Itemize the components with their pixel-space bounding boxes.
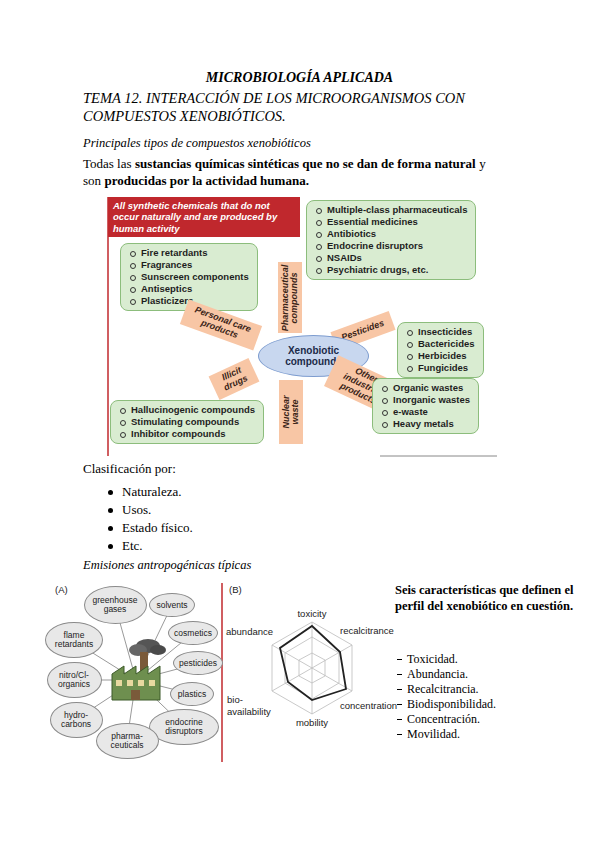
node-text: solvents [156,601,187,610]
node-text: plastics [178,690,206,699]
node-text: nitro/Cl- organics [48,671,101,689]
subheading: Principales tipos de compuestos xenobiót… [83,136,311,152]
node-text: Illicit drugs [213,362,256,396]
body-text: sustancias químicas sintéticas que no se… [135,156,476,171]
list-item: Usos. [122,502,151,518]
category-box: InsecticidesBactericidesHerbicidesFungic… [397,322,484,378]
factory-icon [112,639,166,700]
list-item: Recalcitrancia. [407,682,479,697]
node-text: hydro- carbons [51,711,102,729]
axis-label: recalcitrance [340,625,394,637]
node-text: cosmetics [174,629,212,638]
category-box: Multiple-class pharmaceuticalsEssential … [306,200,476,280]
emission-bubble: flame retardants [45,622,103,658]
node-text: endocrine disruptors [150,718,218,736]
emission-bubble: cosmetics [168,621,218,645]
page-title: MICROBIOLOGÍA APLICADA [0,70,599,86]
paragraph: Todas lassustancias químicas sintéticas … [83,155,533,189]
body-text: producidas por la actividad humana. [105,173,309,188]
list-item: Sunscreen components [129,271,249,283]
radar-profile [280,626,346,700]
emission-bubble: plastics [170,682,214,706]
list-item: Fire retardants [129,247,249,259]
list-item: NSAIDs [315,252,467,264]
emission-bubble: pharma- ceuticals [96,723,159,759]
node-text: pharma- ceuticals [97,732,158,750]
category-box: Organic wastesInorganic wastese-wasteHea… [372,378,479,434]
axis-label: mobility [296,717,328,729]
panel-label: (A) [55,584,68,596]
node-text: All synthetic chemicals that do not occu… [113,200,277,234]
emission-bubble: solvents [149,593,195,617]
list-item: Organic wastes [381,382,470,394]
list-item: Fragrances [129,259,249,271]
list-item: Toxicidad. [407,652,458,667]
category-petal: Nuclear waste [279,380,303,444]
figure-border [380,456,497,457]
list-item: e-waste [381,406,470,418]
list-item: Multiple-class pharmaceuticals [315,204,467,216]
list-item: Psychiatric drugs, etc. [315,264,467,276]
node-text: flame retardants [46,631,102,649]
list-item: Estado físico. [122,520,193,536]
list-item: Biodisponibilidad. [407,697,496,712]
petal-text: Nuclear waste [282,382,301,442]
category-petal: Pharmaceutical compounds [278,262,302,333]
list-item: Inorganic wastes [381,394,470,406]
list-item: Movilidad. [407,727,460,742]
emission-bubble: greenhouse gases [84,586,147,624]
side-note: Seis características que definen el perf… [395,583,591,614]
panel-label: (B) [229,584,242,596]
list-item: Naturaleza. [122,484,182,500]
list-item: Abundancia. [407,667,468,682]
list-item: Hallucinogenic compounds [119,404,255,416]
emission-bubble: nitro/Cl- organics [47,662,102,698]
list-item: Stimulating compounds [119,416,255,428]
list-item: Essential medicines [315,216,467,228]
list-item: Bactericides [406,338,475,350]
axis-label: bio- availability [227,694,275,718]
panel-divider [221,583,223,762]
list-item: Antibiotics [315,228,467,240]
node-text: pesticides [179,659,217,668]
section-heading: TEMA 12. INTERACCIÓN DE LOS MICROORGANIS… [83,90,533,125]
body-text: Todas las [83,156,132,171]
emission-bubble: endocrine disruptors [149,709,219,745]
list-item: Herbicides [406,350,475,362]
axis-label: abundance [226,626,273,638]
emission-bubble: pesticides [173,651,223,675]
axis-label: concentration [340,700,397,712]
category-petal: Illicit drugs [209,358,260,400]
axis-label: toxicity [297,608,326,620]
emission-bubble: hydro- carbons [50,702,103,738]
list-item: Antiseptics [129,283,249,295]
body-text: Clasificación por: [83,461,176,477]
petal-text: Pharmaceutical compounds [281,264,300,331]
list-item: Inhibitor compounds [119,428,255,440]
list-item: Heavy metals [381,418,470,430]
list-item: Concentración. [407,712,480,727]
list-item: Insecticides [406,326,475,338]
list-item: Etc. [122,538,143,554]
list-item: Fungicides [406,362,475,374]
node-text: greenhouse gases [85,596,146,614]
header-bar: All synthetic chemicals that do not occu… [108,197,300,237]
list-item: Endocrine disruptors [315,240,467,252]
category-box: Hallucinogenic compoundsStimulating comp… [110,400,264,444]
subheading: Emisiones antropogénicas típicas [83,558,251,574]
